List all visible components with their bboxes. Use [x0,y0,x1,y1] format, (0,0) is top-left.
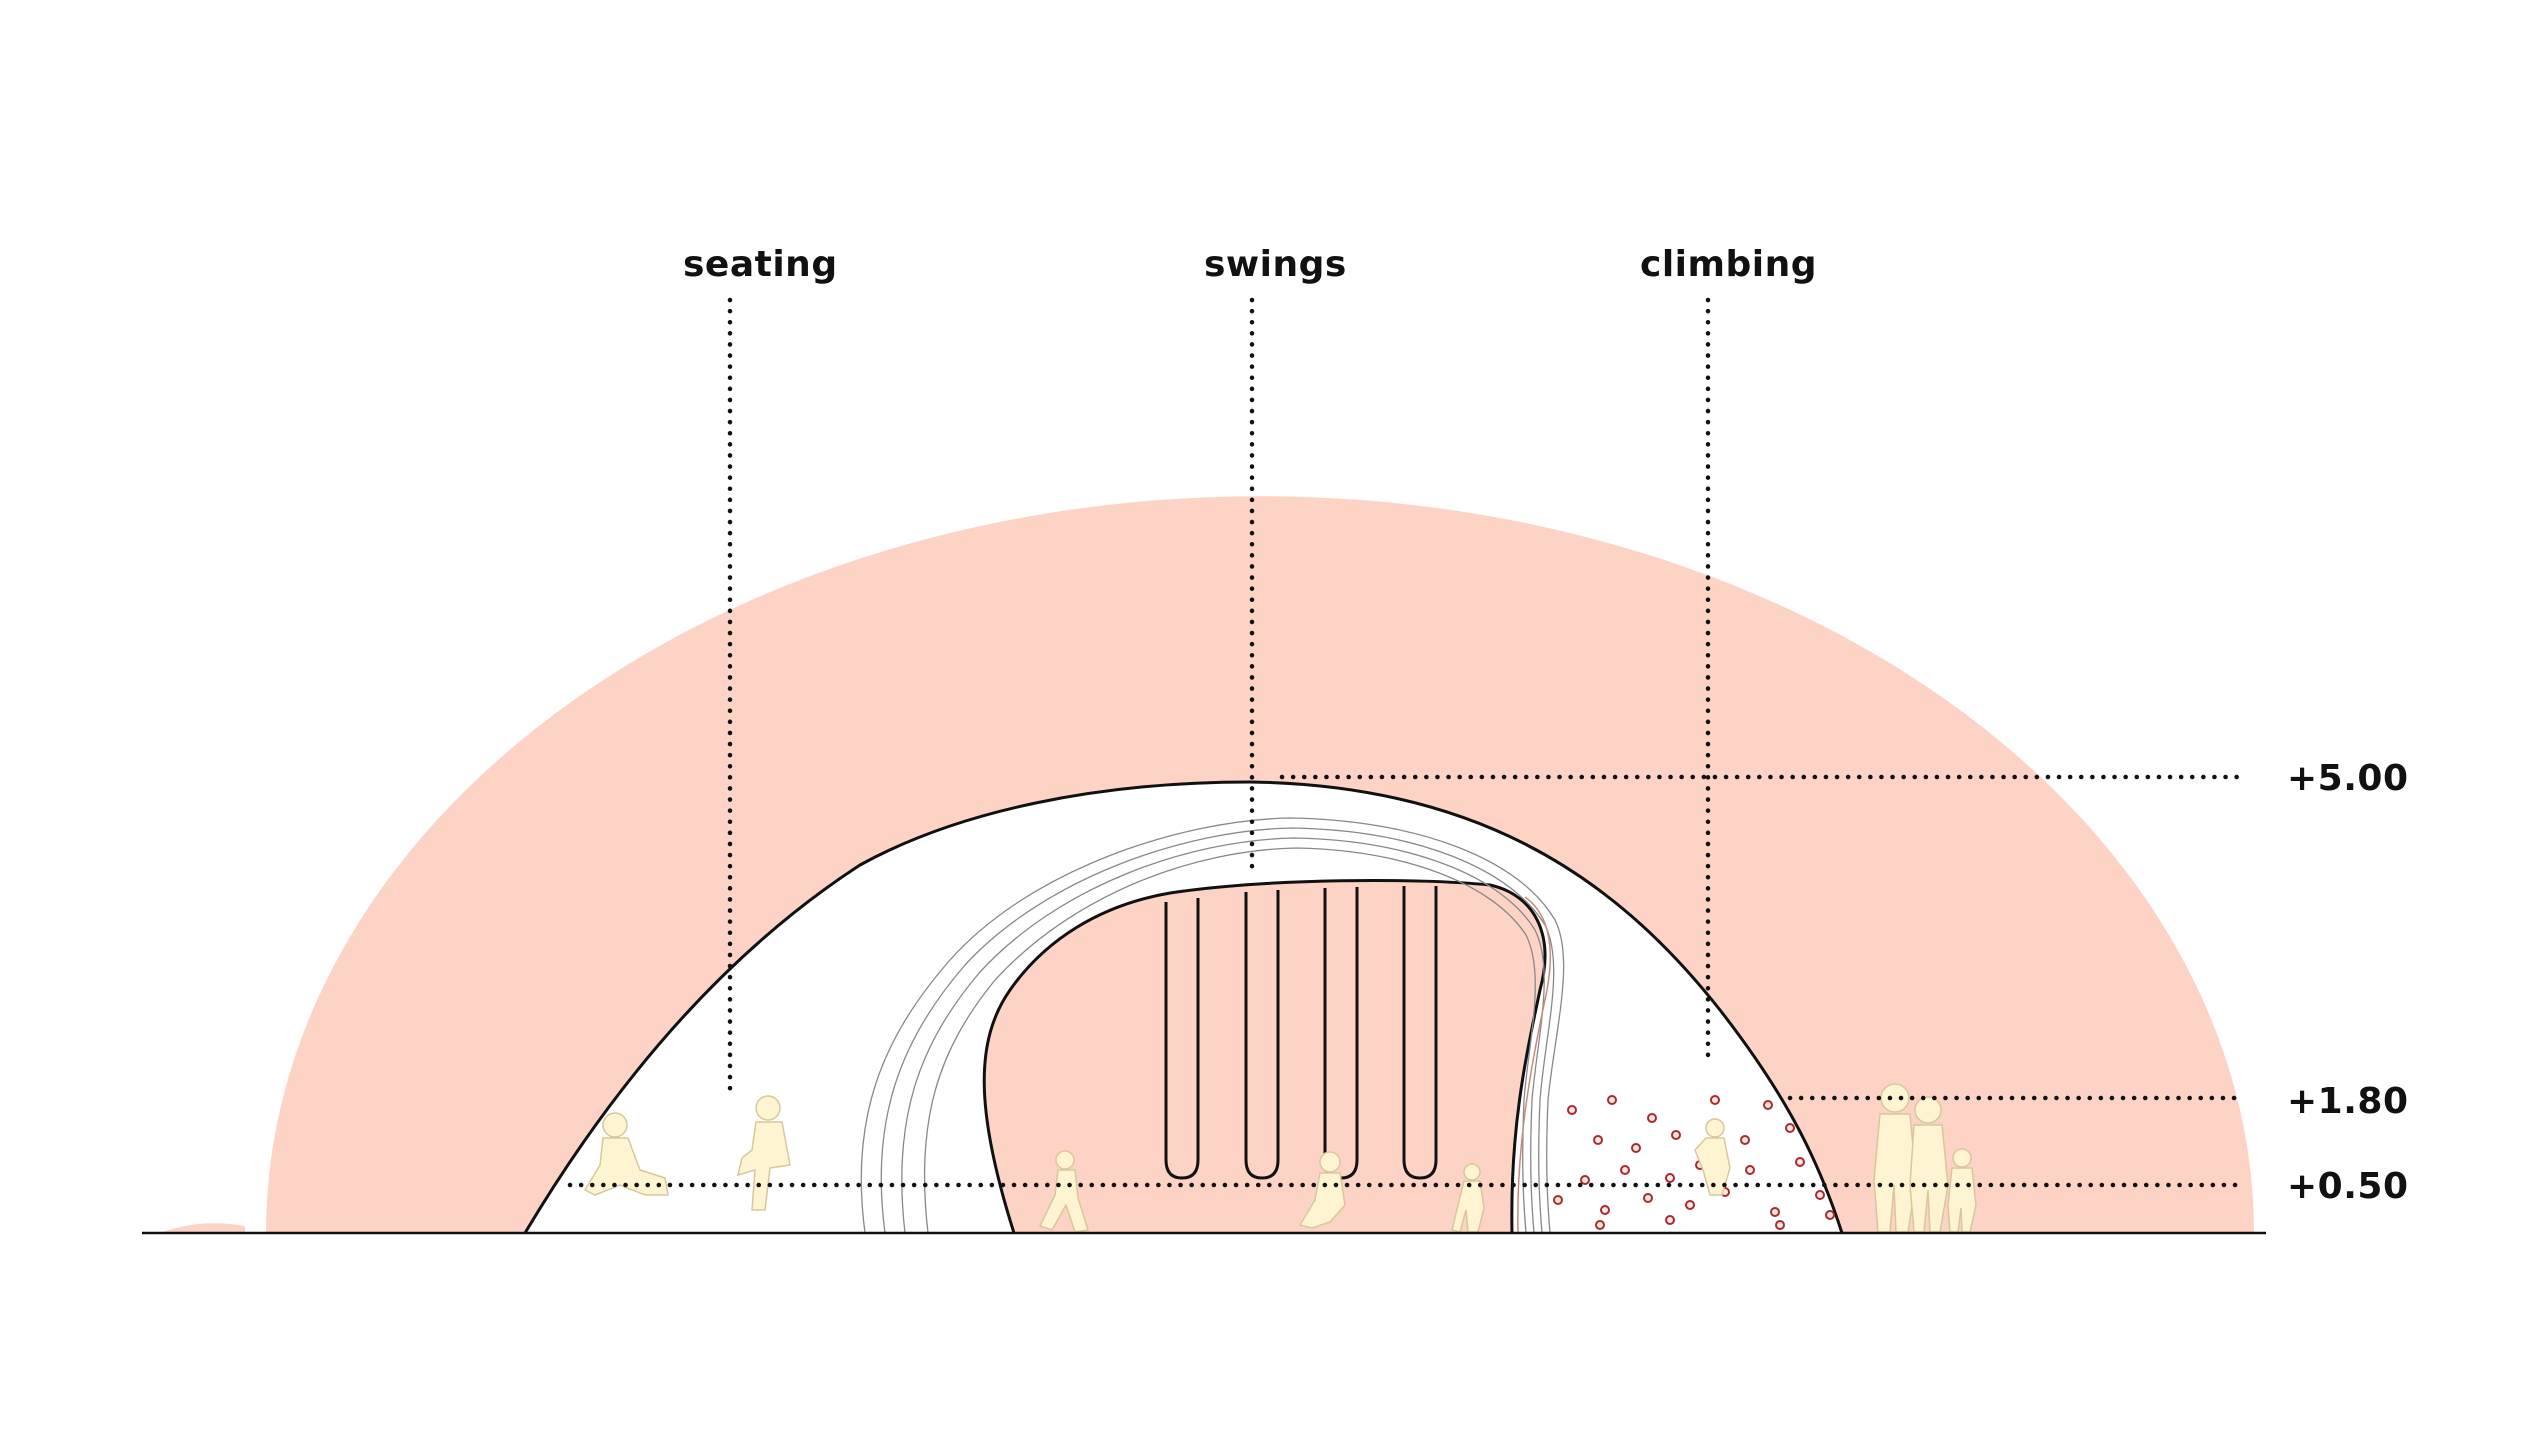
climbing-hold-icon [1775,1220,1785,1230]
arch-shell [525,782,1842,1233]
climbing-hold-icon [1665,1173,1675,1183]
seating-label: seating [683,244,838,285]
ground-sliver [160,1223,245,1233]
climbing-hold-icon [1567,1105,1577,1115]
climbing-hold-icon [1785,1123,1795,1133]
climbing-hold-icon [1553,1195,1563,1205]
person-silhouette-icon [1694,1118,1731,1196]
slide-accent-line [1517,896,1551,1234]
arch-outer-outline [523,780,1844,1234]
person-silhouette-icon [1451,1163,1485,1233]
climbing-hold-icon [1643,1193,1653,1203]
person-silhouette-icon [736,1095,791,1211]
climbing-hold-icon [1593,1135,1603,1145]
swing-seat-icon [1164,898,1200,1180]
person-silhouette-icon [1038,1150,1089,1233]
climbing-hold-icon [1740,1135,1750,1145]
person-silhouette-icon [1909,1096,1949,1233]
slide-contours [860,817,1565,1234]
climbing-hold-icon [1631,1143,1641,1153]
climbing-hold-icon [1665,1215,1675,1225]
climbing-hold-icon [1763,1100,1773,1110]
person-silhouette-icon [1873,1083,1917,1233]
climbing-hold-icon [1685,1200,1695,1210]
climbing-hold-icon [1815,1190,1825,1200]
climbing-hold-icon [1595,1220,1605,1230]
swing-seat-icon [1244,890,1280,1180]
climbing-hold-icon [1770,1207,1780,1217]
swing-seat-icon [1402,886,1438,1180]
climbing-hold-icon [1825,1210,1835,1220]
climbing-hold-icon [1671,1130,1681,1140]
climbing-hold-icon [1607,1095,1617,1105]
climbing-hold-icon [1600,1205,1610,1215]
level-label-low: +0.50 [2287,1166,2409,1207]
climbing-hold-icon [1710,1095,1720,1105]
arch-inner-outline [982,878,1547,1234]
level-label-top: +5.00 [2287,758,2409,799]
leader-lines [567,297,2248,1188]
level-label-mid: +1.80 [2287,1081,2409,1122]
climbing-hold-icon [1620,1165,1630,1175]
climbing-hold-icon [1647,1113,1657,1123]
climbing-label: climbing [1640,244,1818,285]
person-silhouette-icon [583,1112,669,1196]
climbing-hold-icon [1795,1157,1805,1167]
swings-label: swings [1204,244,1347,285]
person-silhouette-icon [1298,1151,1346,1229]
climbing-hold-icon [1580,1175,1590,1185]
climbing-hold-icon [1745,1165,1755,1175]
